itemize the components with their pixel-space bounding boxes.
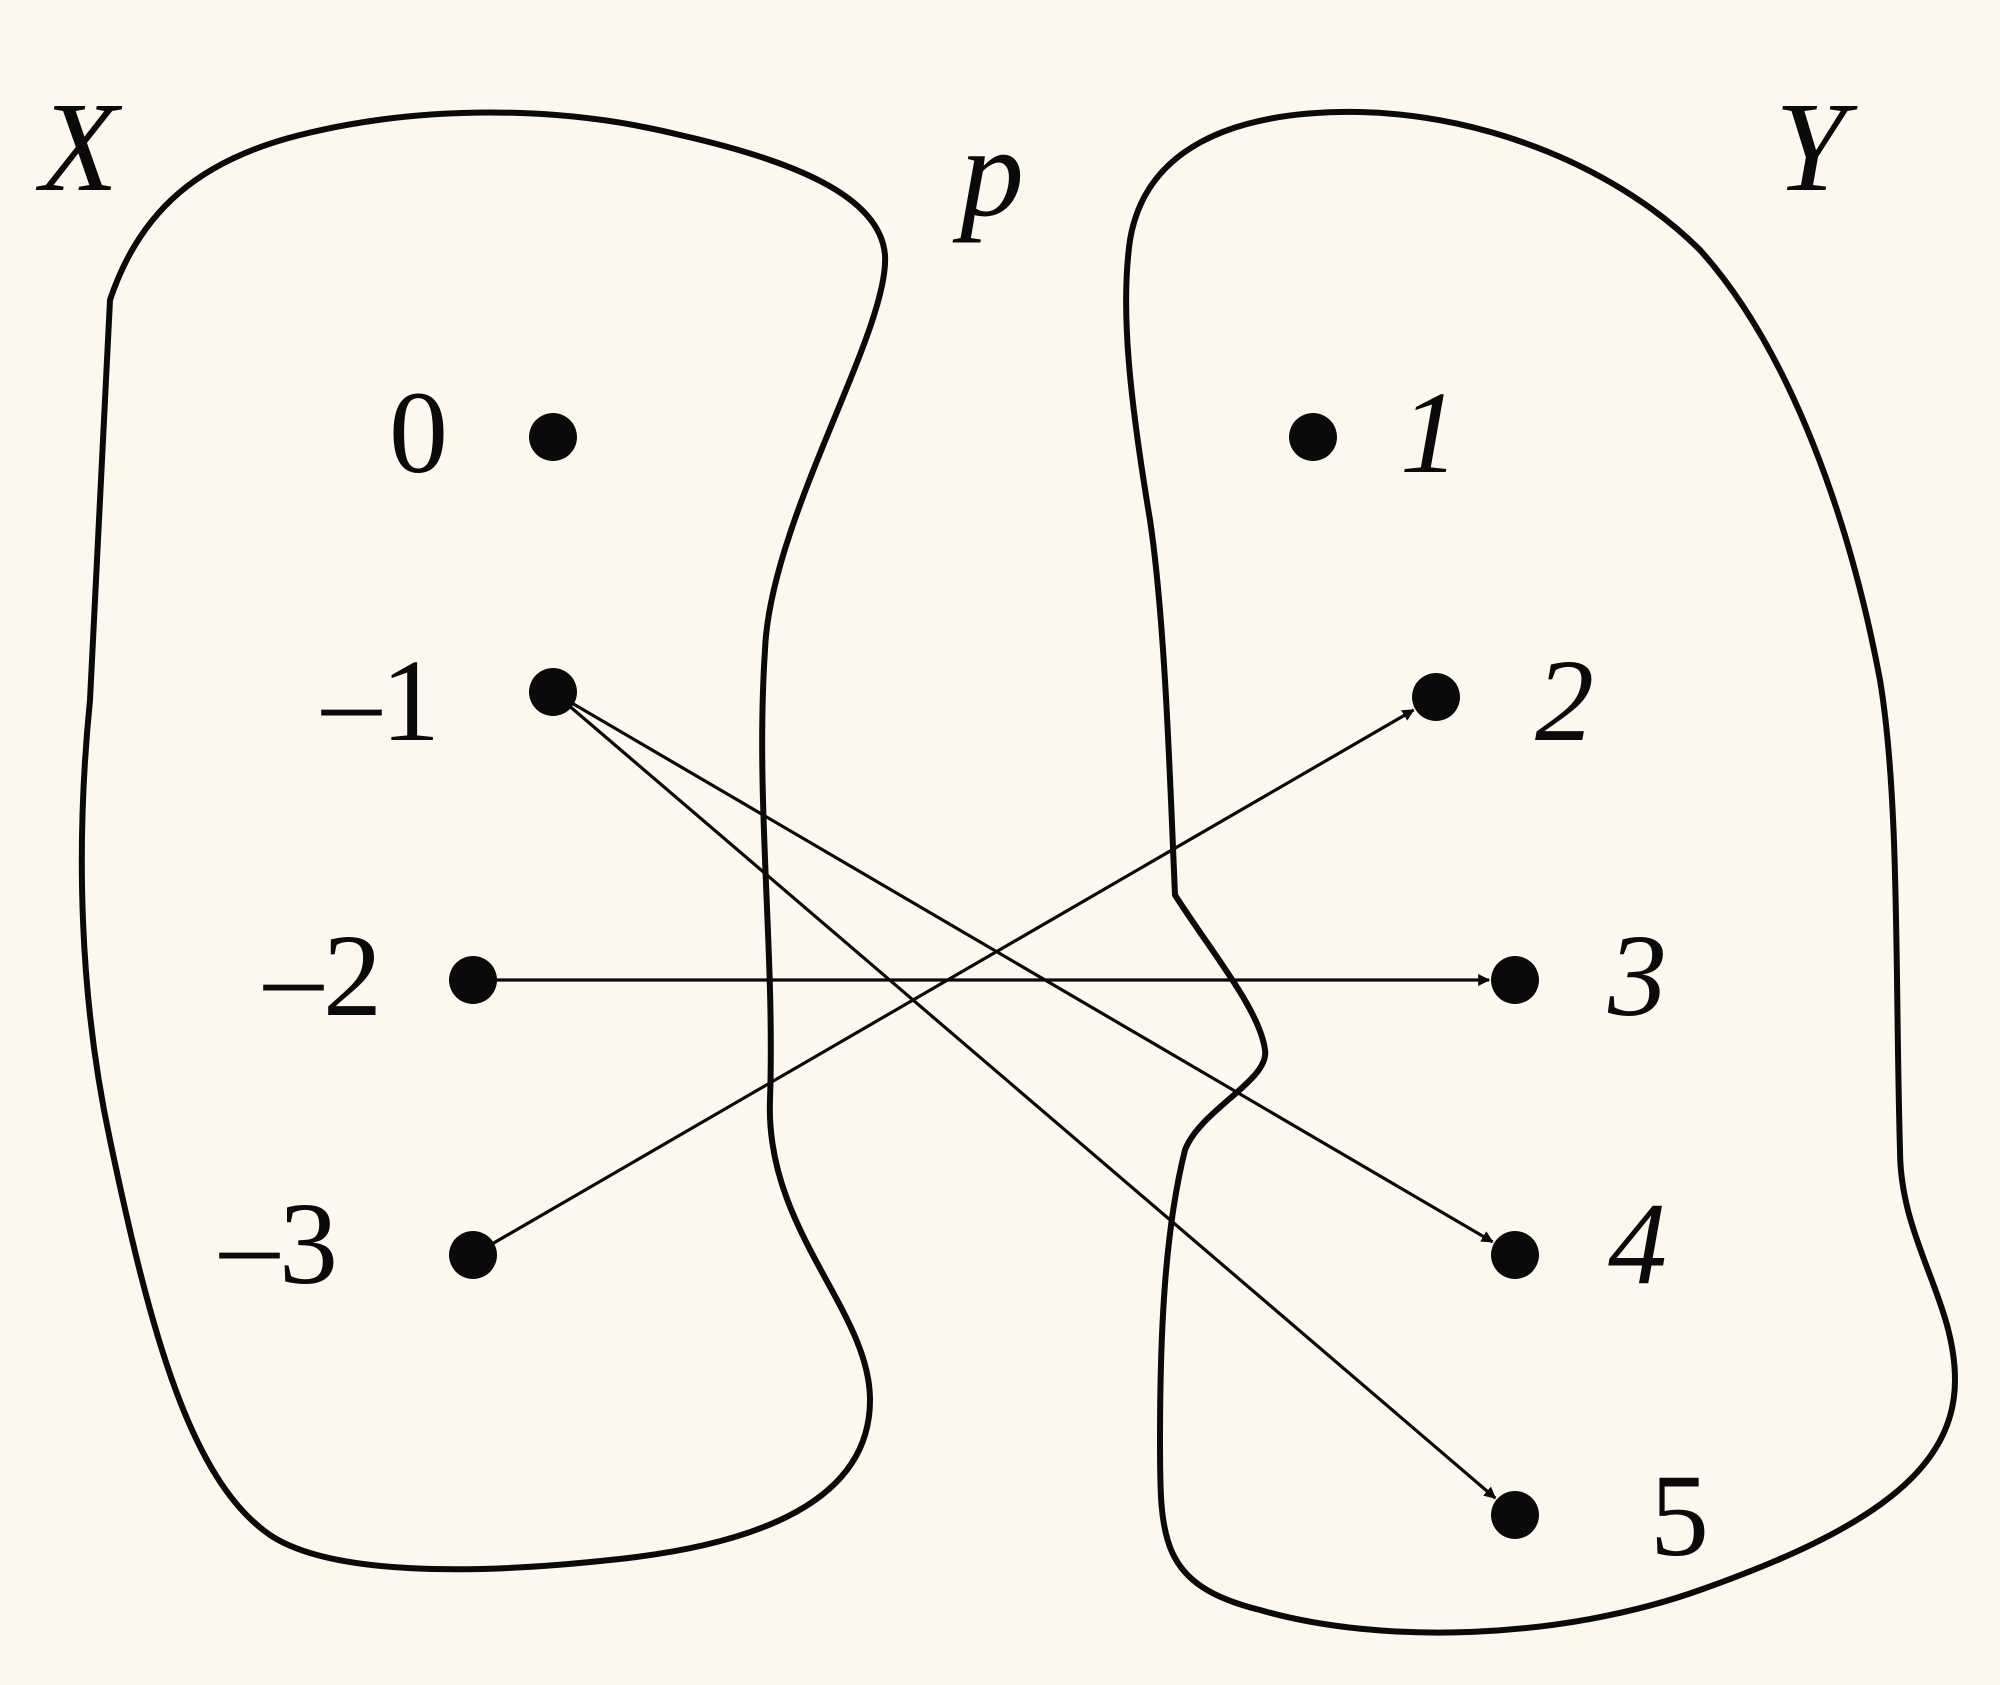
codomain-point-3 [1491,956,1539,1004]
domain-label-minus-1: –1 [321,635,440,766]
set-x-outline [78,109,889,1573]
codomain-label-4: 4 [1608,1178,1667,1309]
arrow-xm1-to-y4 [552,690,1494,1244]
codomain-point-4 [1491,1231,1539,1279]
domain-elements: 0 –1 –2 –3 [219,367,577,1309]
codomain-label-1: 1 [1400,367,1459,498]
set-y-outline [1123,108,1958,1636]
codomain-label-2: 2 [1535,635,1594,766]
domain-label-0: 0 [389,367,448,498]
arrow-xm1-to-y5 [551,690,1497,1500]
domain-point-0 [529,413,577,461]
domain-point-minus-1 [529,668,577,716]
domain-point-minus-3 [449,1231,497,1279]
mapping-arrows [472,690,1497,1500]
arrow-xm3-to-y2 [472,708,1415,1257]
domain-point-minus-2 [449,956,497,1004]
codomain-point-2 [1412,673,1460,721]
set-x-label: X [35,76,123,218]
domain-label-minus-3: –3 [219,1178,338,1309]
relation-p-label: p [952,101,1024,243]
codomain-label-3: 3 [1607,910,1667,1041]
codomain-label-5: 5 [1650,1450,1709,1581]
codomain-point-5 [1491,1491,1539,1539]
domain-label-minus-2: –2 [263,910,382,1041]
codomain-elements: 1 2 3 4 5 [1289,367,1709,1581]
set-y-label: Y [1775,76,1858,218]
codomain-point-1 [1289,413,1337,461]
